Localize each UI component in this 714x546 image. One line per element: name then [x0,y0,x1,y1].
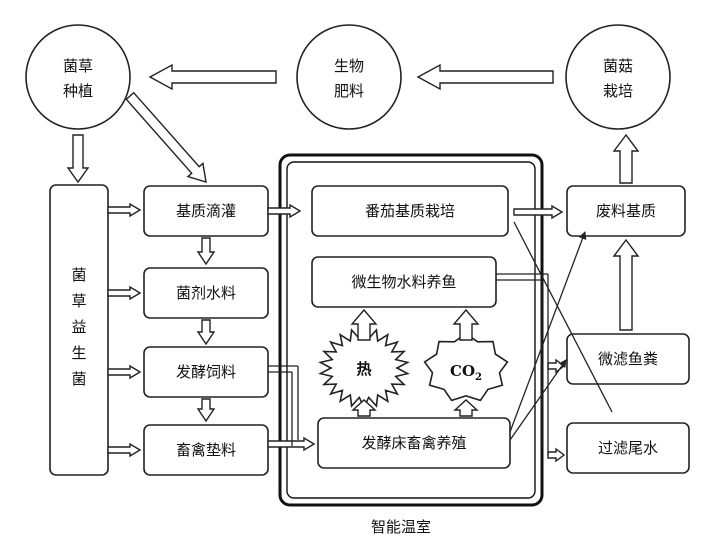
bio-fertilizer-node: 生物 肥料 [296,24,402,130]
grass-planting-node: 菌草 种植 [25,24,131,130]
probiotic-char-5: 菌 [71,370,86,388]
arrow-tomato-to-waste [513,204,564,220]
connector-lines [268,221,613,455]
arrow-bedding-to-bed [267,436,316,452]
arrow-co2-to-fish [452,308,480,341]
probiotic-char-4: 生 [71,344,86,362]
filtered-water-label: 过滤尾水 [598,439,658,457]
mushroom-cultivation-label-2: 栽培 [603,82,633,100]
arrow-grass-to-drip [125,91,207,183]
substrate-drip-label: 基质滴灌 [176,202,236,220]
probiotic-char-2: 草 [71,292,86,310]
arrow-mushroom-to-fertilizer [416,63,554,91]
probiotic-node: 菌 草 益 生 菌 [49,184,109,476]
arrow-manure-to-waste [612,238,640,331]
arrow-drip-to-water [196,237,216,266]
substrate-drip-node: 基质滴灌 [143,185,269,237]
arrow-probiotic-to-bedding [107,442,142,458]
filtered-water-node: 过滤尾水 [566,422,690,474]
co2-shape: CO2 [423,332,509,402]
bacterial-water-label: 菌剂水料 [176,284,236,302]
fish-farming-node: 微生物水料养鱼 [311,256,497,308]
arrow-probiotic-to-drip [107,202,142,218]
livestock-bedding-label: 畜禽垫料 [176,441,236,459]
waste-substrate-label: 废料基质 [596,202,656,220]
tomato-cultivation-node: 番茄基质栽培 [311,185,509,237]
arrow-probiotic-to-water [107,285,142,301]
arrow-waste-to-mushroom [612,133,640,184]
fermented-feed-node: 发酵饲料 [143,346,269,398]
fermented-feed-label: 发酵饲料 [176,363,236,381]
tomato-to-filter-line [513,221,613,413]
fish-manure-label: 微滤鱼粪 [598,350,658,368]
arrow-heat-to-fish [350,308,378,341]
arrow-drip-to-tomato [267,203,302,219]
heat-label: 热 [356,360,371,378]
bacterial-water-node: 菌剂水料 [143,267,269,319]
greenhouse-label: 智能温室 [371,518,431,536]
grass-planting-label-1: 菌草 [63,57,93,75]
fish-farming-label: 微生物水料养鱼 [351,273,456,291]
hollow-arrows [66,63,640,463]
arrow-to-filtered-water [547,447,566,463]
arrow-probiotic-to-feed [107,364,142,380]
livestock-bedding-node: 畜禽垫料 [143,424,269,476]
arrow-fertilizer-to-grass [148,63,277,91]
tomato-cultivation-label: 番茄基质栽培 [365,202,455,220]
mushroom-cultivation-label-1: 菌菇 [603,57,633,75]
mushroom-cultivation-node: 菌菇 栽培 [565,24,671,130]
arrow-water-to-feed [196,319,216,346]
probiotic-char-1: 菌 [71,266,86,284]
grass-planting-label-2: 种植 [63,82,93,100]
fish-manure-node: 微滤鱼粪 [566,333,690,385]
arrow-grass-to-probiotic [66,134,90,184]
bio-fertilizer-label-2: 肥料 [334,82,364,100]
arrow-bed-to-heat [351,399,377,417]
co2-label: CO2 [450,362,482,383]
bed-to-manure-line [509,359,567,441]
fermentation-bed-label: 发酵床畜禽养殖 [361,434,466,452]
arrow-bed-to-co2 [453,399,479,417]
bio-fertilizer-label-1: 生物 [334,57,364,75]
fermentation-bed-node: 发酵床畜禽养殖 [317,417,511,469]
arrow-feed-to-bedding [196,398,216,423]
waste-substrate-node: 废料基质 [566,185,686,237]
probiotic-char-3: 益 [71,318,86,336]
